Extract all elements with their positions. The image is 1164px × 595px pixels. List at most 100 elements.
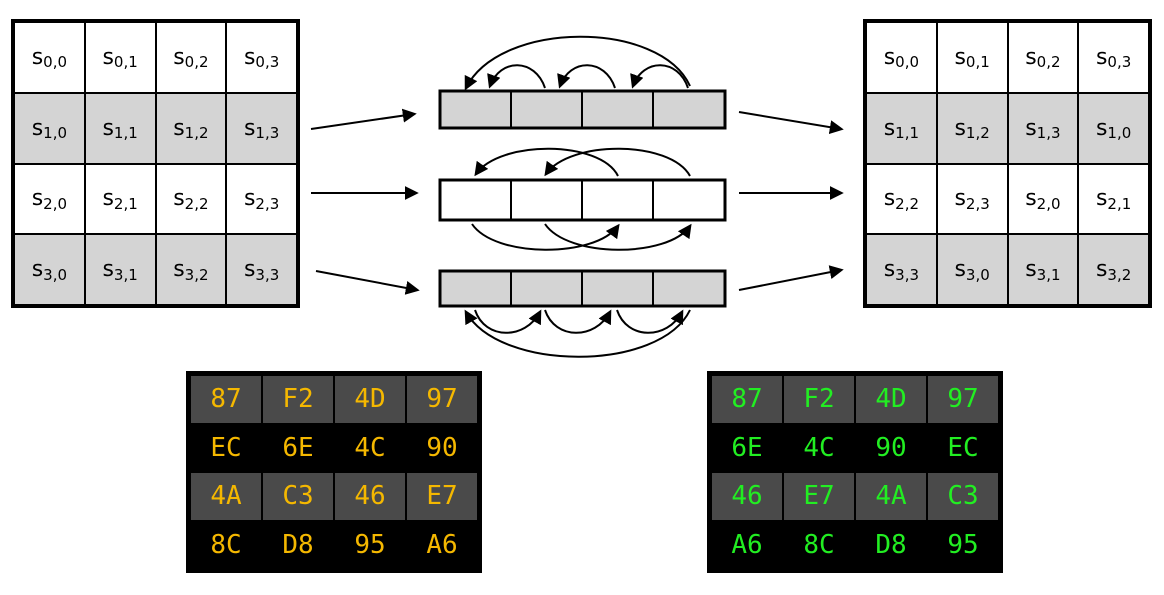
hex_before-cell-1-1: 6E [282,432,314,463]
hex_before-cell-1-3: 90 [426,432,458,463]
hex_after-cell-3-0: A6 [731,529,763,560]
hex_after-cell-3-3: 95 [947,529,979,560]
cell-base: s [954,186,966,212]
cell-base: s [883,44,896,70]
hex_after-cell-1-3: EC [947,432,979,463]
hex_after-cell-2-1: E7 [783,472,855,521]
cell-base: s [243,44,256,70]
cell-base: s [883,186,896,212]
hex_after-cell-0-3: 97 [927,375,999,424]
output-arrows [738,111,844,291]
hex_before-cell-2-2: 46 [334,472,406,521]
cell-base: s [954,257,966,283]
cell-base: s [102,186,114,212]
cell-base: s [173,44,185,70]
cell-index: 0,2 [184,53,209,72]
cell-base: s [1025,186,1037,212]
row-3-shift-arcs [464,309,691,358]
cell-index: 3,2 [184,265,209,284]
cell-base: s [31,257,44,283]
arrow-out-row-3 [738,265,844,291]
arc-r3-wrap [464,309,691,358]
hex_after-cell-3-1: 8C [803,529,835,560]
cell-index: 0,0 [895,53,920,72]
cell-base: s [31,186,44,212]
cell-index: 3,0 [965,265,990,284]
hex_before-cell-1-0: EC [210,432,242,463]
register-row-1 [438,89,727,130]
cell-index: 2,3 [965,194,990,213]
cell-index: 2,2 [184,194,209,213]
hex_after-cell-0-0: 87 [711,375,783,424]
cell-base: s [102,257,114,283]
hex_before-cell-2-3: E7 [406,472,478,521]
hex_before-cell-3-0: 8C [210,529,242,560]
hex_before-cell-3-1: D8 [282,529,314,560]
cell-index: 2,0 [1036,194,1061,213]
cell-index: 1,0 [43,124,68,143]
arc-r2-top-a [474,147,619,177]
cell-index: 2,1 [113,194,138,213]
cell-index: 2,1 [1107,194,1132,213]
hex_after-cell-3-2: D8 [875,529,907,560]
cell-index: 1,2 [184,124,209,143]
hex_after-cell-2-0: 46 [711,472,783,521]
cell-base: s [102,115,114,141]
cell-index: 3,2 [1107,265,1132,284]
cell-index: 0,1 [113,53,138,72]
cell-base: s [1095,44,1108,70]
row-1-shift-arcs [464,35,691,91]
input-arrows [310,108,420,295]
cell-index: 3,0 [43,265,68,284]
arrow-out-row-1 [738,111,844,135]
hex_before-cell-0-1: F2 [262,375,334,424]
cell-index: 0,3 [1107,53,1132,72]
cell-base: s [173,186,185,212]
hex_before-cell-0-3: 97 [406,375,478,424]
cell-base: s [243,115,256,141]
cell-base: s [1095,257,1108,283]
arc-r2-bot-b [544,223,692,251]
arc-r1-wrap [464,35,691,91]
hex_before-cell-0-0: 87 [190,375,262,424]
row-2-shift-arcs [471,147,692,251]
arc-r3-b [544,309,612,334]
cell-index: 0,3 [255,53,280,72]
cell-base: s [243,257,256,283]
hex_before-cell-1-2: 4C [354,432,386,463]
hex_after-cell-2-3: C3 [927,472,999,521]
cell-base: s [954,44,966,70]
hex_after-cell-1-0: 6E [731,432,763,463]
arrow-in-row-1 [310,108,417,130]
arc-r1-c [630,64,689,89]
